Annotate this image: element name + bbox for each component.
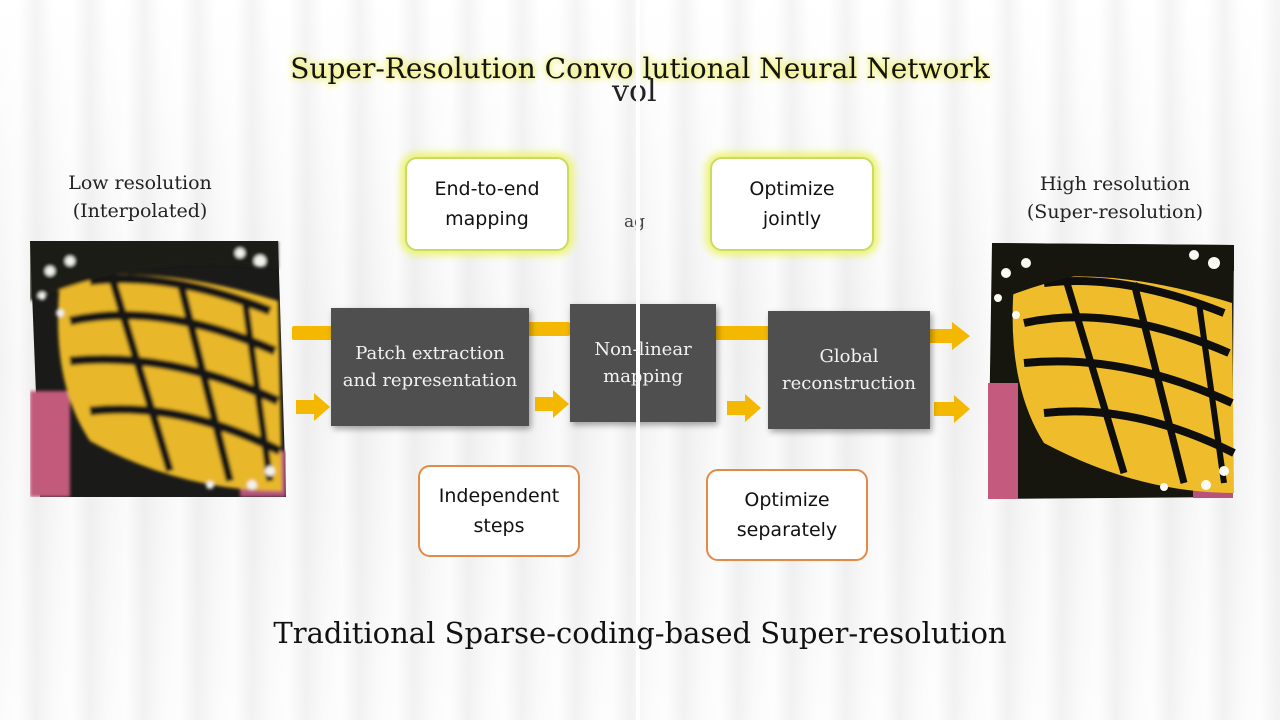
- slide-subtitle: Traditional Sparse-coding-based Super-re…: [273, 616, 1007, 650]
- non-linear-mapping-line1: Non-linear: [594, 339, 692, 360]
- low-resolution-label: Low resolution (Interpolated): [40, 169, 240, 225]
- upper-flow-line-2: [526, 322, 570, 336]
- optimize-jointly-note: Optimize jointly: [710, 157, 874, 251]
- global-reconstruction-line1: Global: [819, 346, 879, 367]
- low-resolution-butterfly-image: [30, 241, 286, 497]
- transition-seam: [636, 0, 640, 720]
- optimize-jointly-line2: jointly: [762, 208, 822, 230]
- low-resolution-label-line1: Low resolution: [68, 172, 212, 194]
- non-linear-mapping-block: Non-linear mapping: [570, 304, 716, 422]
- optimize-separately-line2: separately: [736, 519, 838, 541]
- lower-input-arrow-icon: [296, 393, 330, 421]
- end-to-end-mapping-note: End-to-end mapping: [405, 157, 569, 251]
- low-resolution-label-line2: (Interpolated): [72, 200, 208, 222]
- high-resolution-label-line1: High resolution: [1039, 173, 1191, 195]
- global-reconstruction-block: Global reconstruction: [768, 311, 930, 429]
- independent-steps-line2: steps: [473, 515, 525, 537]
- ghost-fragment: ag: [624, 212, 646, 232]
- independent-steps-line1: Independent: [438, 485, 560, 507]
- upper-flow-line-1: [292, 326, 332, 340]
- end-to-end-line2: mapping: [445, 208, 529, 230]
- high-resolution-label: High resolution (Super-resolution): [1015, 170, 1215, 226]
- lower-arrow-2-icon: [535, 390, 569, 418]
- patch-extraction-line1: Patch extraction: [355, 343, 505, 364]
- optimize-separately-note: Optimize separately: [706, 469, 868, 561]
- high-resolution-butterfly-image: [988, 243, 1236, 499]
- high-resolution-label-line2: (Super-resolution): [1026, 201, 1204, 223]
- optimize-jointly-line1: Optimize: [749, 178, 835, 200]
- optimize-separately-line1: Optimize: [744, 489, 830, 511]
- non-linear-mapping-line2: mapping: [603, 366, 683, 387]
- end-to-end-line1: End-to-end: [434, 178, 540, 200]
- upper-flow-line-3: [714, 326, 770, 340]
- title-ghost-fragment: vol: [612, 74, 657, 109]
- patch-extraction-block: Patch extraction and representation: [331, 308, 529, 426]
- upper-output-arrow-icon: [928, 322, 970, 350]
- lower-output-arrow-icon: [934, 395, 970, 423]
- lower-arrow-3-icon: [727, 394, 761, 422]
- global-reconstruction-line2: reconstruction: [782, 373, 916, 394]
- patch-extraction-line2: and representation: [342, 370, 518, 391]
- independent-steps-note: Independent steps: [418, 465, 580, 557]
